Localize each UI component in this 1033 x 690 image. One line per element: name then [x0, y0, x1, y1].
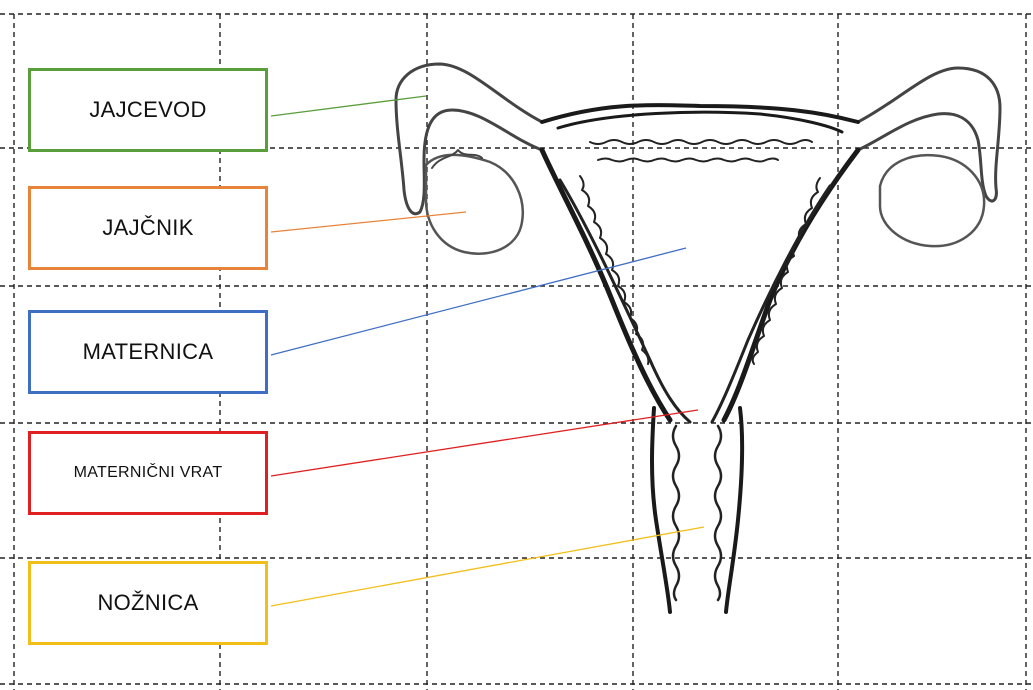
uterus-cavity-left-wave	[580, 176, 648, 364]
vagina-right-wave	[715, 426, 721, 600]
left-fimbria	[432, 150, 482, 168]
connector-maternicni-vrat	[271, 410, 698, 476]
left-fallopian-tube	[396, 64, 542, 214]
connector-jajcnik	[271, 212, 466, 232]
label-box-noznica: NOŽNICA	[28, 561, 268, 645]
uterus-top-wave-2	[598, 159, 778, 162]
connector-lines	[271, 96, 704, 606]
label-text-jajcevod: JAJCEVOD	[89, 97, 206, 123]
label-text-maternicni-vrat: MATERNIČNI VRAT	[74, 464, 223, 482]
label-box-maternica: MATERNICA	[28, 310, 268, 394]
label-text-noznica: NOŽNICA	[97, 590, 198, 616]
uterus-cavity-right-wave	[753, 178, 820, 364]
uterus-fundus-inner	[558, 112, 842, 132]
left-ovary	[426, 155, 523, 254]
uterus-illustration	[396, 64, 1000, 612]
connector-jajcevod	[271, 96, 426, 116]
uterus-top-wave	[590, 140, 812, 144]
uterus-left-wall	[542, 150, 670, 420]
cervix-right	[726, 408, 742, 612]
right-ovary	[880, 155, 984, 246]
label-text-jajcnik: JAJČNIK	[102, 215, 193, 241]
label-box-maternicni-vrat: MATERNIČNI VRAT	[28, 431, 268, 515]
vagina-left-wave	[673, 426, 679, 600]
label-box-jajcnik: JAJČNIK	[28, 186, 268, 270]
label-box-jajcevod: JAJCEVOD	[28, 68, 268, 152]
label-text-maternica: MATERNICA	[83, 339, 214, 365]
connector-noznica	[271, 527, 704, 606]
cervix-left	[652, 408, 670, 612]
